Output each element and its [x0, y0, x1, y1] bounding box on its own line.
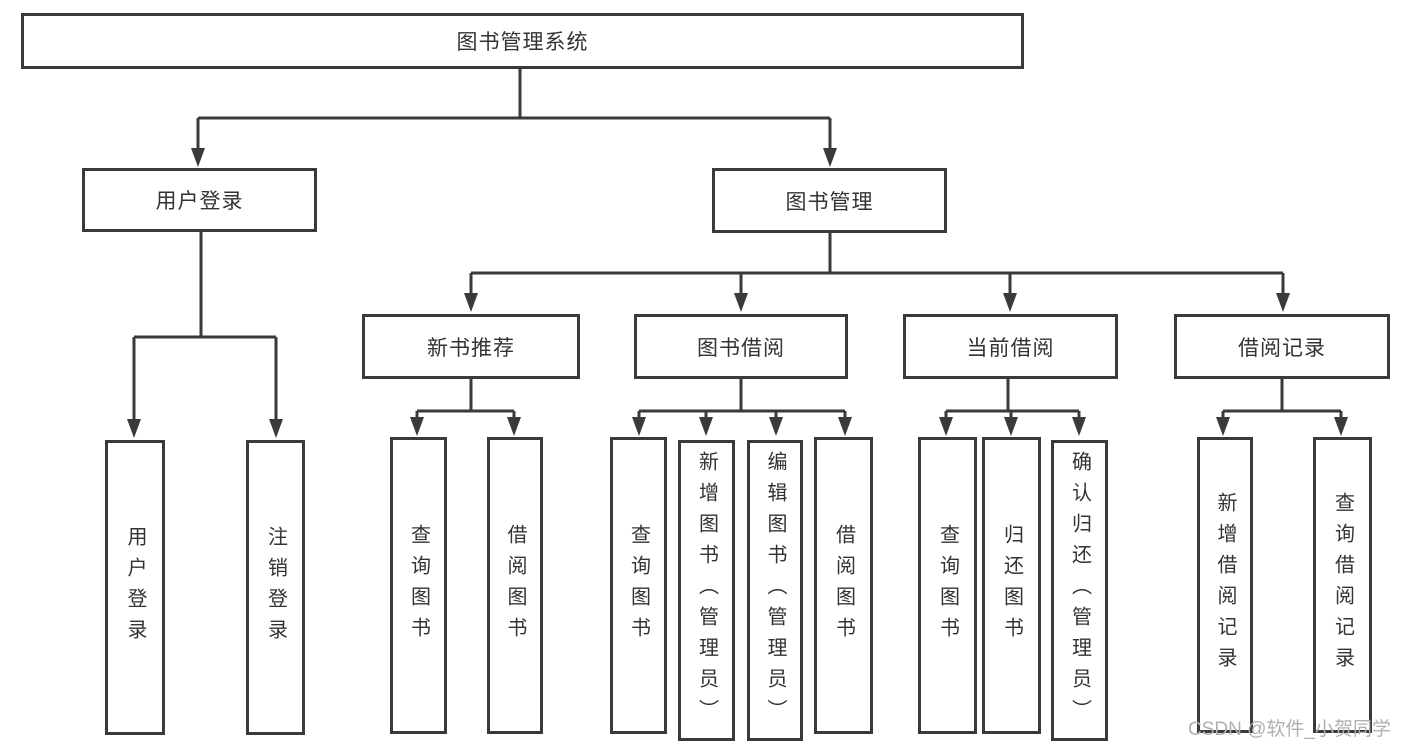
arrow-down-icon	[269, 419, 283, 438]
arrow-down-icon	[734, 293, 748, 312]
leaf-query-books-borrow: 查询图书	[610, 437, 667, 734]
node-current-borrow: 当前借阅	[903, 314, 1118, 379]
node-user-login-label: 用户登录	[155, 190, 244, 213]
leaf-return-books-label: 归还图书	[1000, 523, 1023, 648]
node-borrow-records-label: 借阅记录	[1238, 336, 1326, 360]
leaf-query-borrow-record-label: 查询借阅记录	[1331, 492, 1354, 678]
csdn-watermark: CSDN @软件_小贺同学	[1188, 719, 1391, 740]
leaf-add-books-admin: 新增图书（管理员）	[678, 440, 735, 741]
arrow-down-icon	[464, 293, 478, 312]
node-book-management-label: 图书管理	[785, 190, 874, 214]
node-book-borrow-label: 图书借阅	[697, 336, 785, 360]
leaf-add-borrow-record-label: 新增借阅记录	[1214, 492, 1236, 678]
leaf-return-books: 归还图书	[982, 437, 1041, 734]
leaf-borrow-books-recommend: 借阅图书	[487, 437, 543, 734]
leaf-borrow-books: 借阅图书	[814, 437, 873, 734]
arrow-down-icon	[823, 148, 837, 167]
leaf-query-books-current: 查询图书	[918, 437, 977, 734]
leaf-confirm-return-admin: 确认归还（管理员）	[1051, 440, 1108, 741]
node-root: 图书管理系统	[21, 13, 1024, 69]
arrow-down-icon	[1072, 417, 1086, 436]
leaf-logout-label: 注销登录	[264, 525, 287, 650]
arrow-down-icon	[939, 417, 953, 436]
leaf-query-books-recommend-label: 查询图书	[407, 523, 430, 648]
node-borrow-records: 借阅记录	[1174, 314, 1390, 379]
node-book-management: 图书管理	[712, 168, 947, 233]
leaf-user-login-label: 用户登录	[124, 525, 146, 650]
arrow-down-icon	[1003, 293, 1017, 312]
leaf-query-books-current-label: 查询图书	[936, 523, 959, 648]
leaf-query-books-recommend: 查询图书	[390, 437, 447, 734]
arrow-down-icon	[191, 148, 205, 167]
leaf-add-borrow-record: 新增借阅记录	[1197, 437, 1253, 733]
leaf-borrow-books-label: 借阅图书	[832, 523, 855, 648]
leaf-add-books-admin-label: 新增图书（管理员）	[695, 451, 718, 730]
node-book-borrow: 图书借阅	[634, 314, 848, 379]
node-new-book-recommend-label: 新书推荐	[427, 336, 515, 360]
arrow-down-icon	[699, 417, 713, 436]
leaf-logout: 注销登录	[246, 440, 305, 735]
arrow-down-icon	[1216, 417, 1230, 436]
node-new-book-recommend: 新书推荐	[362, 314, 580, 379]
arrow-down-icon	[1276, 293, 1290, 312]
arrow-down-icon	[507, 417, 521, 436]
node-user-login: 用户登录	[82, 168, 317, 232]
arrow-down-icon	[632, 417, 646, 436]
arrow-down-icon	[838, 417, 852, 436]
node-current-borrow-label: 当前借阅	[966, 336, 1055, 360]
leaf-query-books-borrow-label: 查询图书	[627, 523, 650, 648]
arrowheads	[127, 148, 1348, 438]
leaf-borrow-books-recommend-label: 借阅图书	[504, 523, 526, 648]
arrow-down-icon	[1334, 417, 1348, 436]
leaf-confirm-return-admin-label: 确认归还（管理员）	[1068, 451, 1091, 730]
arrow-down-icon	[1004, 417, 1018, 436]
leaf-query-borrow-record: 查询借阅记录	[1313, 437, 1372, 733]
node-root-label: 图书管理系统	[456, 31, 589, 54]
tree-edges	[132, 69, 1343, 423]
arrow-down-icon	[410, 417, 424, 436]
arrow-down-icon	[127, 419, 141, 438]
arrow-down-icon	[769, 417, 783, 436]
leaf-edit-books-admin-label: 编辑图书（管理员）	[764, 451, 786, 730]
leaf-edit-books-admin: 编辑图书（管理员）	[747, 440, 803, 741]
leaf-user-login: 用户登录	[105, 440, 165, 735]
